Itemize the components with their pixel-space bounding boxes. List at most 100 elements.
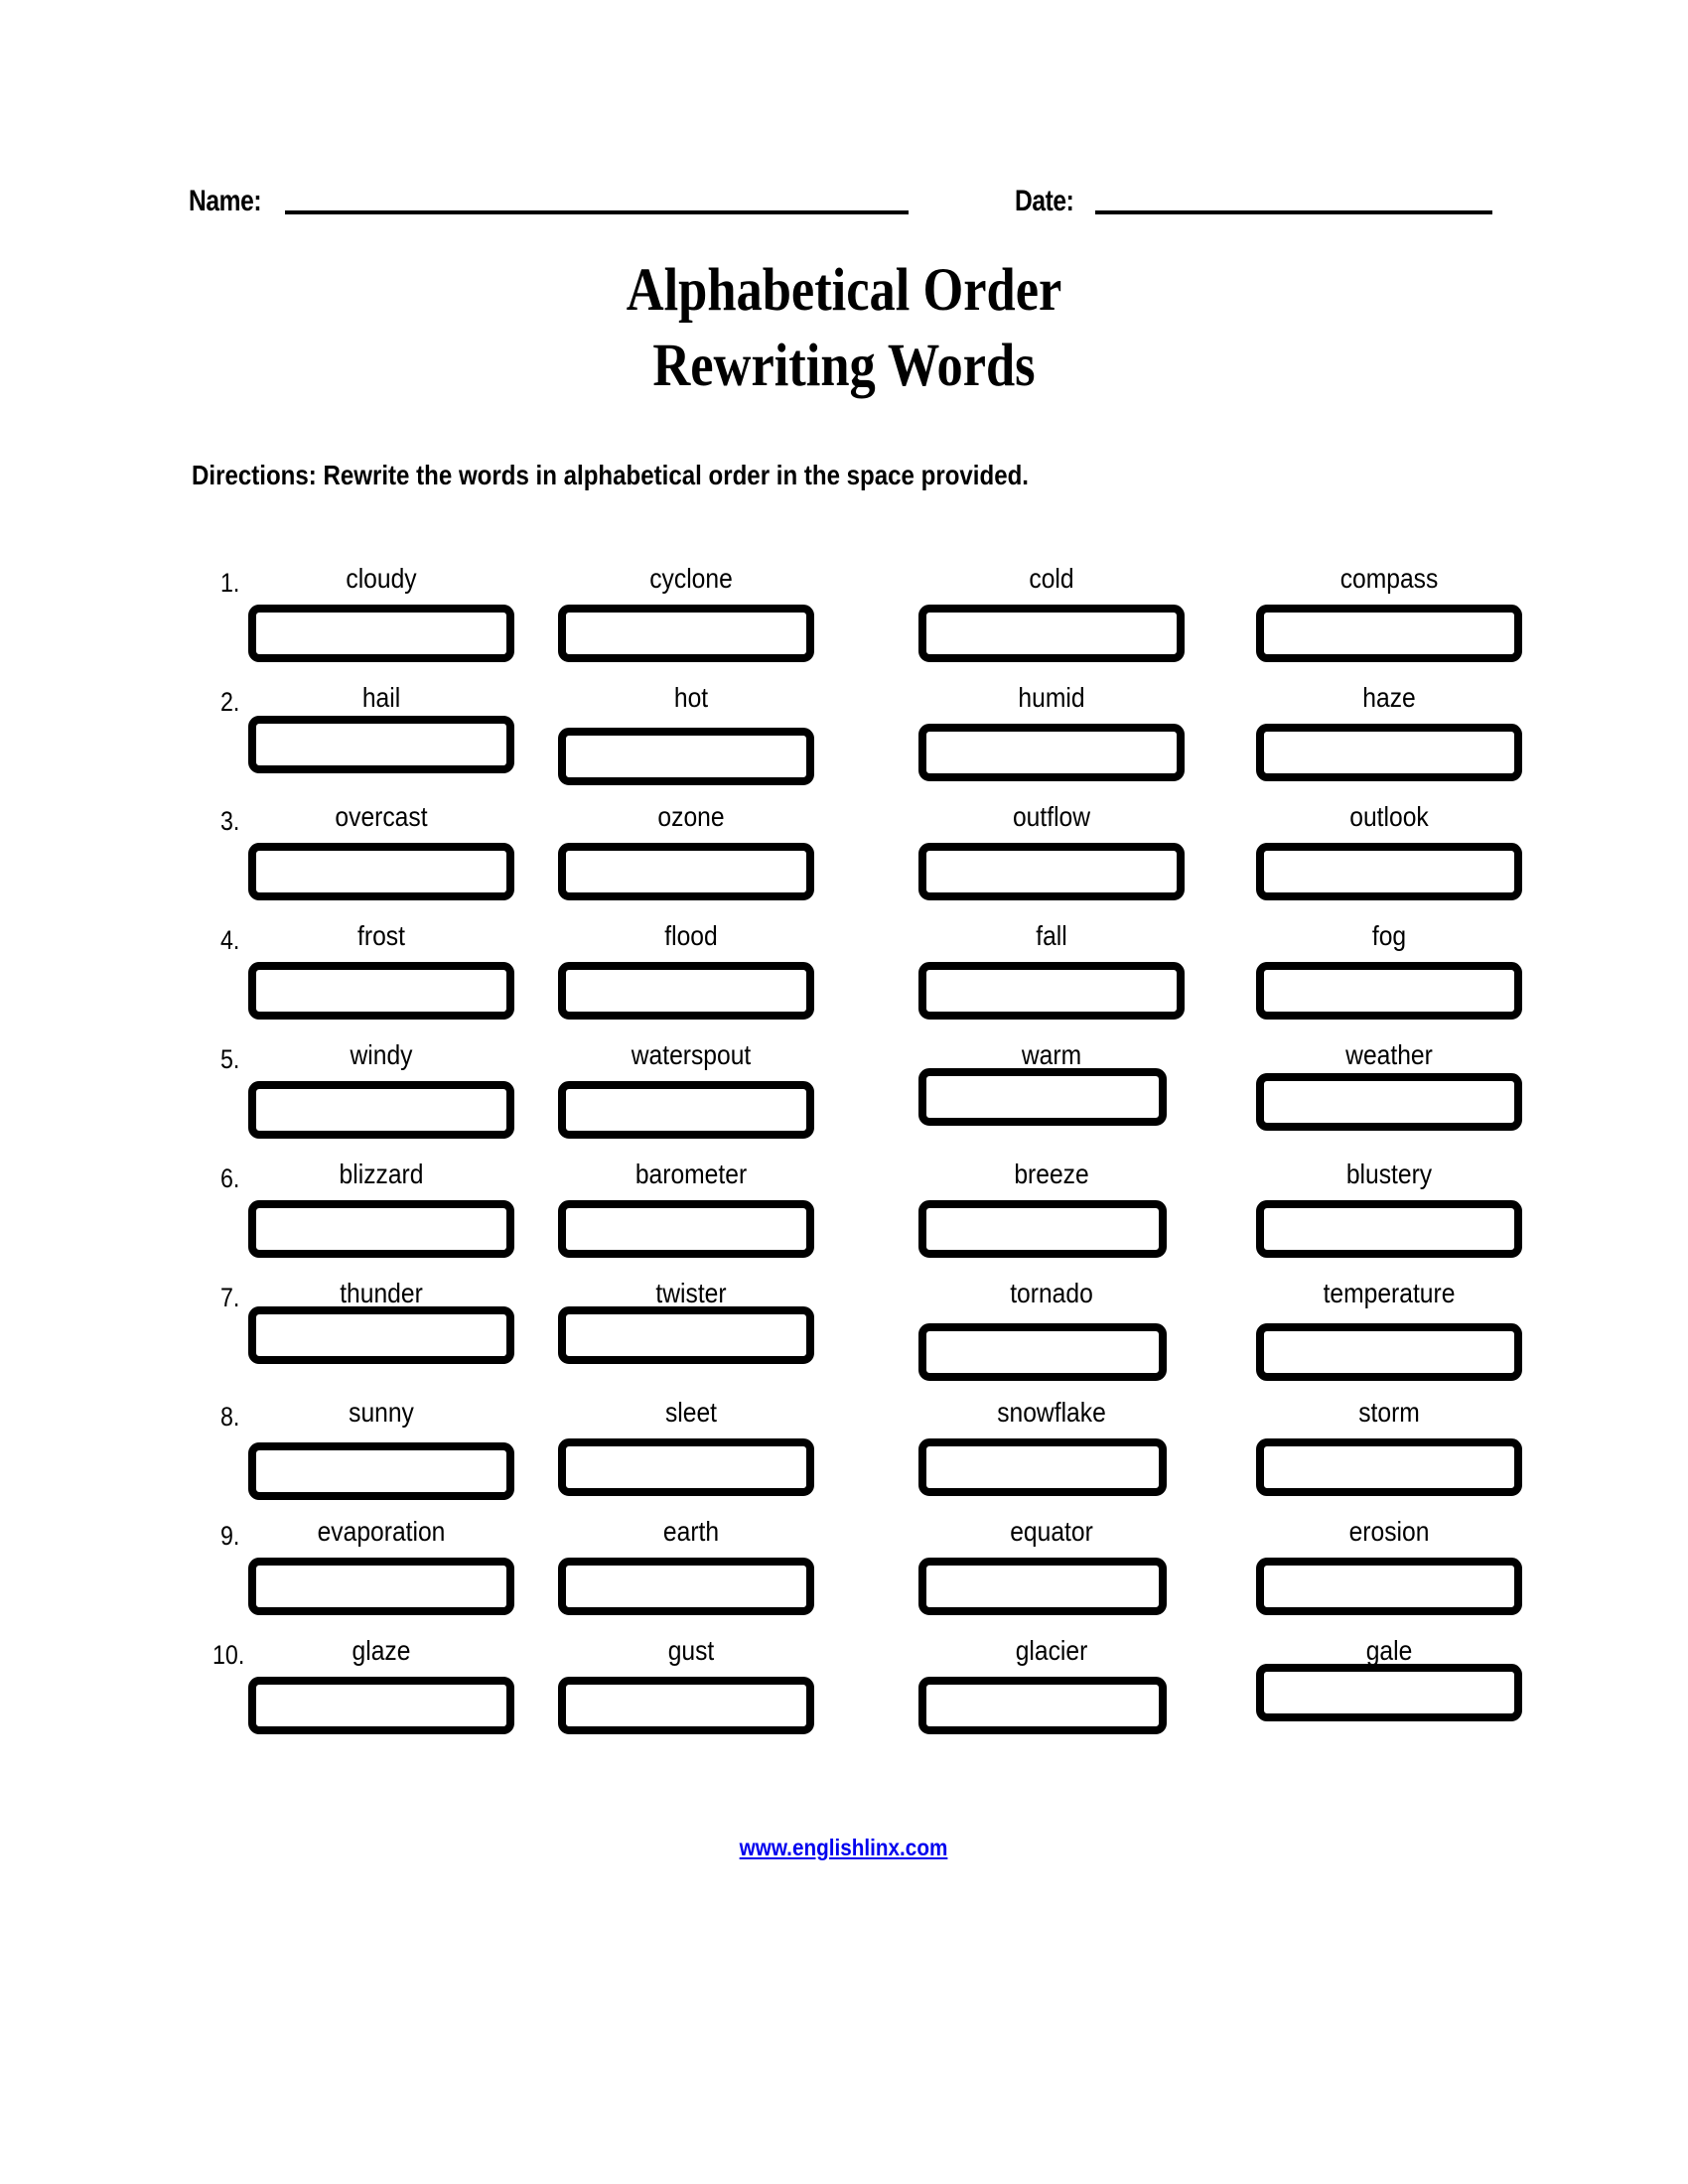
word-cell: twister: [558, 1277, 824, 1364]
answer-box[interactable]: [1256, 1323, 1522, 1381]
word-cell: glaze: [248, 1634, 514, 1734]
word-label: cloudy: [346, 563, 417, 594]
answer-box[interactable]: [918, 724, 1185, 781]
row-number: 6.: [220, 1163, 240, 1193]
answer-box[interactable]: [918, 1200, 1167, 1258]
word-label: flood: [664, 920, 718, 951]
exercise-row: 3. overcast ozone outflow outlook: [0, 800, 1688, 919]
answer-box[interactable]: [918, 1068, 1167, 1126]
name-write-line[interactable]: [285, 210, 910, 214]
answer-box[interactable]: [248, 1558, 514, 1615]
answer-box[interactable]: [1256, 962, 1522, 1020]
word-cell: barometer: [558, 1158, 824, 1258]
word-label: gust: [667, 1635, 715, 1666]
word-cell: windy: [248, 1038, 514, 1139]
answer-box[interactable]: [248, 605, 514, 662]
word-label: gale: [1365, 1635, 1413, 1666]
answer-box[interactable]: [918, 1677, 1167, 1734]
word-cell: overcast: [248, 800, 514, 900]
word-cell: thunder: [248, 1277, 514, 1364]
name-field[interactable]: Name:: [189, 185, 910, 218]
word-label: temperature: [1323, 1278, 1456, 1308]
answer-box[interactable]: [918, 1438, 1167, 1496]
word-cell: weather: [1256, 1038, 1522, 1131]
answer-box[interactable]: [248, 962, 514, 1020]
word-cell: equator: [918, 1515, 1185, 1615]
word-label: tornado: [1010, 1278, 1093, 1308]
answer-box[interactable]: [558, 962, 814, 1020]
answer-box[interactable]: [1256, 724, 1522, 781]
answer-box[interactable]: [918, 962, 1185, 1020]
word-label: overcast: [335, 801, 428, 832]
answer-box[interactable]: [248, 1442, 514, 1500]
englishlinx-link[interactable]: www.englishlinx.com: [740, 1835, 948, 1860]
word-label: humid: [1018, 682, 1085, 713]
word-label: weather: [1345, 1039, 1433, 1070]
answer-box[interactable]: [558, 728, 814, 785]
exercise-row: 4. frost flood fall fog: [0, 919, 1688, 1038]
answer-box[interactable]: [248, 1081, 514, 1139]
word-cell: gust: [558, 1634, 824, 1734]
answer-box[interactable]: [1256, 1664, 1522, 1721]
answer-box[interactable]: [1256, 1558, 1522, 1615]
word-label: equator: [1010, 1516, 1093, 1547]
word-cell: cold: [918, 562, 1185, 662]
answer-box[interactable]: [1256, 1073, 1522, 1131]
word-label: fog: [1371, 920, 1407, 951]
answer-box[interactable]: [248, 1306, 514, 1364]
word-label: outflow: [1012, 801, 1091, 832]
date-field[interactable]: Date:: [1015, 185, 1492, 218]
answer-box[interactable]: [558, 1306, 814, 1364]
answer-box[interactable]: [248, 843, 514, 900]
date-write-line[interactable]: [1094, 210, 1492, 214]
word-cell: blustery: [1256, 1158, 1522, 1258]
word-label: cold: [1029, 563, 1074, 594]
answer-box[interactable]: [918, 843, 1185, 900]
word-cell: ozone: [558, 800, 824, 900]
date-label: Date:: [1015, 185, 1074, 217]
exercise-row: 2. hail hot humid haze: [0, 681, 1688, 800]
answer-box[interactable]: [1256, 1438, 1522, 1496]
answer-box[interactable]: [558, 843, 814, 900]
directions-text: Directions: Rewrite the words in alphabe…: [192, 460, 1029, 490]
word-cell: outflow: [918, 800, 1185, 900]
row-number: 9.: [220, 1521, 240, 1551]
row-number: 1.: [220, 568, 240, 598]
answer-box[interactable]: [558, 1438, 814, 1496]
word-cell: tornado: [918, 1277, 1185, 1381]
answer-box[interactable]: [918, 1323, 1167, 1381]
word-cell: earth: [558, 1515, 824, 1615]
word-cell: erosion: [1256, 1515, 1522, 1615]
answer-box[interactable]: [248, 1200, 514, 1258]
name-label: Name:: [189, 185, 262, 217]
word-label: haze: [1362, 682, 1416, 713]
answer-box[interactable]: [558, 1081, 814, 1139]
answer-box[interactable]: [558, 1677, 814, 1734]
answer-box[interactable]: [918, 605, 1185, 662]
word-cell: sunny: [248, 1396, 514, 1500]
word-cell: hail: [248, 681, 514, 773]
row-number: 3.: [220, 806, 240, 836]
word-cell: humid: [918, 681, 1185, 781]
word-label: fall: [1036, 920, 1067, 951]
answer-box[interactable]: [1256, 605, 1522, 662]
exercise-row: 9. evaporation earth equator erosion: [0, 1515, 1688, 1634]
answer-box[interactable]: [558, 605, 814, 662]
answer-box[interactable]: [918, 1558, 1167, 1615]
word-cell: sleet: [558, 1396, 824, 1496]
word-cell: fall: [918, 919, 1185, 1020]
word-label: sleet: [664, 1397, 718, 1428]
answer-box[interactable]: [248, 1677, 514, 1734]
word-label: storm: [1358, 1397, 1420, 1428]
answer-box[interactable]: [558, 1558, 814, 1615]
answer-box[interactable]: [1256, 1200, 1522, 1258]
word-cell: hot: [558, 681, 824, 785]
word-label: ozone: [657, 801, 725, 832]
word-cell: breeze: [918, 1158, 1185, 1258]
answer-box[interactable]: [248, 716, 514, 773]
word-cell: flood: [558, 919, 824, 1020]
exercise-row: 7. thunder twister tornado temperature: [0, 1277, 1688, 1396]
answer-box[interactable]: [558, 1200, 814, 1258]
answer-box[interactable]: [1256, 843, 1522, 900]
word-cell: evaporation: [248, 1515, 514, 1615]
